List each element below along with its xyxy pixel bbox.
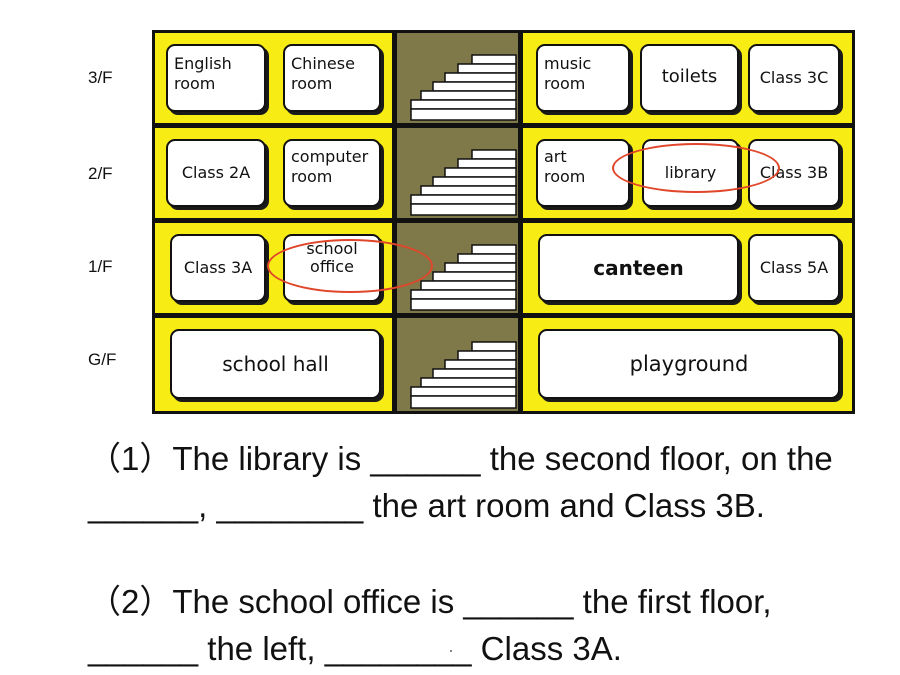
room-playground: playground xyxy=(538,329,840,399)
room-school-hall: school hall xyxy=(170,329,381,399)
room-label: Class 3C xyxy=(759,68,829,87)
room-label: Class 3A xyxy=(183,258,253,277)
room-toilets: toilets xyxy=(640,44,739,112)
room-music-room: music room xyxy=(536,44,630,112)
room-label: Class 2A xyxy=(181,163,251,182)
room-label: computer room xyxy=(291,147,369,186)
school-office-highlight-circle xyxy=(267,239,433,293)
room-label: school hall xyxy=(222,351,329,376)
room-label: art room xyxy=(544,147,586,186)
staircase-2f xyxy=(397,128,518,218)
school-floor-map: English room Chinese room music room toi… xyxy=(152,30,855,414)
stairs-icon xyxy=(410,54,517,121)
stairs-icon xyxy=(410,244,517,311)
room-canteen: canteen xyxy=(538,234,739,302)
room-class-3a: Class 3A xyxy=(170,234,266,302)
room-label: Chinese room xyxy=(291,54,355,93)
room-class-2a: Class 2A xyxy=(166,139,266,207)
room-label: toilets xyxy=(661,66,718,87)
stairs-icon xyxy=(410,149,517,216)
floor-label-gf: G/F xyxy=(88,350,117,369)
room-class-3c: Class 3C xyxy=(748,44,840,112)
room-chinese-room: Chinese room xyxy=(283,44,381,112)
room-label: Class 5A xyxy=(759,258,829,277)
room-computer-room: computer room xyxy=(283,139,381,207)
room-english-room: English room xyxy=(166,44,266,112)
floor-label-1f: 1/F xyxy=(88,257,113,276)
question-1: （1）The library is ______ the second floo… xyxy=(88,440,833,524)
staircase-gf xyxy=(397,318,518,411)
library-highlight-circle xyxy=(612,143,780,193)
question-2: （2）The school office is ______ the first… xyxy=(88,583,772,667)
room-label: canteen xyxy=(593,255,684,280)
stray-dot xyxy=(450,650,452,652)
stairs-icon xyxy=(410,341,517,409)
floor-label-3f: 3/F xyxy=(88,68,113,87)
room-label: playground xyxy=(629,351,749,376)
floor-label-2f: 2/F xyxy=(88,164,113,183)
room-label: English room xyxy=(174,54,232,93)
room-class-5a: Class 5A xyxy=(748,234,840,302)
room-label: music room xyxy=(544,54,592,93)
staircase-3f xyxy=(397,33,518,123)
